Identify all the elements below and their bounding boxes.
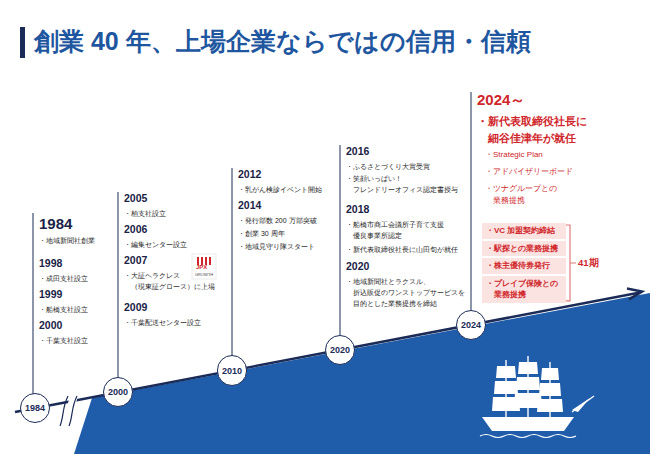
year-label: 2000 [39,319,62,333]
leader-line [33,213,34,394]
logo-bar [209,257,211,265]
event-text: ・乳がん検診イベント開始 [238,185,322,194]
milestone-text: ・VC 加盟契約締結 [486,225,562,237]
year-label: 2007 [124,254,147,268]
text-line: ・笑顔いっぱい！ [346,174,458,185]
year-label: 1998 [39,257,62,271]
milestone-text: ・プレイブ保険との 業務提携 [486,278,562,301]
year-label: 2018 [346,203,369,217]
logo-bar [197,257,199,265]
year-circle: 1984 [20,393,50,423]
year-heading: 2024～ [477,90,525,110]
axis-break-mark [69,396,77,426]
period-bracket [566,225,576,301]
year-text: 2020 [330,345,350,355]
leader-line [232,168,233,356]
water-waves [480,435,576,438]
text-line: ・地域新聞社とラクスル、 [346,277,465,288]
logo-bar [205,257,207,265]
logo-bar [201,257,203,265]
milestone-band: ・駅探との業務提携 [482,241,566,257]
text-line: 優良事業所認定 [346,231,444,242]
event-text: ・ふるさとづくり大賞受賞 [346,162,430,171]
year-text: 2010 [222,366,242,376]
year-circle: 2020 [325,335,355,365]
ship-sails [514,362,542,408]
event-text: ・笑顔いっぱい！ フレンドリーオフィス認定書授与 [346,174,458,196]
event-text: ・編集センター設立 [124,240,187,249]
event-text: ・柏支社設立 [124,209,166,218]
year-text: 2024 [461,320,481,330]
year-circle: 2024 [456,310,486,340]
leader-lines [33,92,471,394]
event-text: ・船橋支社設立 [39,305,88,314]
text-line: ・プレイブ保険との [486,278,562,290]
highlight-text: ・新代表取締役社長に 細谷佳津年が就任 [477,113,587,147]
milestone-text: ・株主優待券発行 [486,260,562,272]
year-text: 1984 [25,403,45,413]
year-heading: 1984 [39,214,72,234]
text-line: 目的とした業務提携を締結 [346,299,465,310]
milestone-band: ・株主優待券発行 [482,258,566,274]
year-label: 2006 [124,223,147,237]
logo-text: GROWTH [195,272,213,277]
page-title: 創業 40 年、上場企業ならではの信用・信頼 [34,25,531,58]
text-line: フレンドリーオフィス認定書授与 [346,185,458,196]
leader-line [340,145,341,335]
text-line: 折込販促のワンストップサービスを [346,288,465,299]
event-text: ・千葉支社設立 [39,336,88,345]
logo-frame [192,254,216,279]
ship-bowsprit [572,396,594,412]
event-text: ・成田支社設立 [39,274,88,283]
ship-sails [537,368,563,412]
text-line: 業務提携 [486,289,562,301]
plan-text: ・アドバイザリーボード [485,167,573,177]
milestone-text: ・駅探との業務提携 [486,243,562,255]
milestone-band: ・プレイブ保険との 業務提携 [482,276,566,303]
year-text: 2000 [108,387,128,397]
rising-wedge [74,293,650,454]
time-axis [15,293,640,413]
milestone-band: ・VC 加盟契約締結 [482,223,566,239]
event-text: ・新代表取締役社長に山田旬が就任 [346,245,458,254]
plan-text: ・Strategic Plan [485,150,543,160]
year-label: 2009 [124,301,147,315]
event-text: ・創業 30 周年 [238,229,285,238]
event-text: ・地域見守り隊スタート [238,242,315,251]
jpx-logo [192,254,216,279]
text-line: 業務提携 [485,195,557,207]
period-label: 41期 [578,257,599,269]
axis-break-mark [60,396,68,426]
title-bar [20,27,25,58]
text-line: ・船橋市商工会議所子育て支援 [346,220,444,231]
event-text: ・発行部数 200 万部突破 [238,216,317,225]
ship-hull [482,417,574,431]
logo-text: JPX [196,264,207,272]
year-circle: 2000 [103,377,133,407]
axis-arrowhead [627,289,642,300]
ship-jib [572,398,590,412]
event-text: ・船橋市商工会議所子育て支援 優良事業所認定 [346,220,444,242]
year-label: 2016 [346,145,369,159]
leader-line [471,92,472,310]
year-circle: 2010 [217,355,247,385]
event-text: ・地域新聞社創業 [39,236,95,245]
year-label: 2005 [124,192,147,206]
event-text: ・地域新聞社とラクスル、 折込販促のワンストップサービスを 目的とした業務提携を… [346,277,465,310]
text-line: 細谷佳津年が就任 [477,130,587,147]
year-label: 1999 [39,288,62,302]
event-text: ・千葉配送センター設立 [124,318,201,327]
year-label: 2020 [346,260,369,274]
plan-text: ・ツナグループとの 業務提携 [485,183,557,208]
sailing-ship [480,356,594,438]
text-line: ・ツナグループとの [485,183,557,195]
text-line: ・新代表取締役社長に [477,113,587,130]
leader-line [118,192,119,377]
year-label: 2014 [238,199,261,213]
year-label: 2012 [238,168,261,182]
text-line: （現東証グロース）に上場 [124,282,215,293]
